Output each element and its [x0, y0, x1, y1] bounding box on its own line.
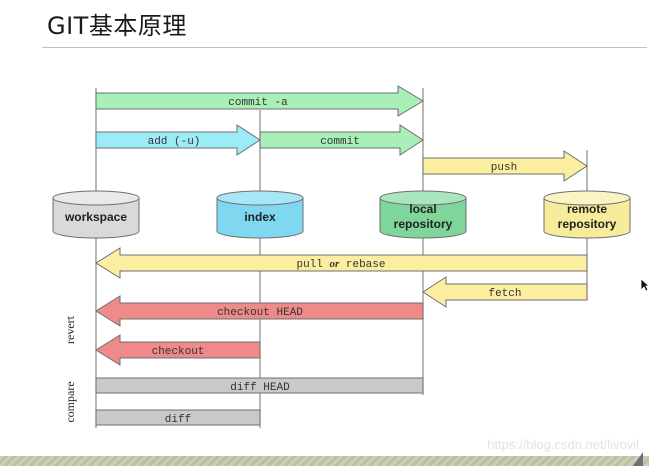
push-label: push: [491, 162, 517, 174]
pull-rebase-arrow: pull or rebase: [95, 247, 588, 279]
local-repository-store: local repository: [379, 190, 467, 239]
mouse-cursor-icon: [640, 278, 649, 292]
workspace-label: workspace: [64, 210, 127, 224]
local-label-line1: local: [409, 202, 436, 216]
workspace-store: workspace: [52, 190, 140, 239]
remote-label-line2: repository: [558, 217, 617, 231]
bottom-decorative-strip: [0, 456, 649, 466]
commit-label: commit: [320, 136, 360, 148]
commit-a-label: commit -a: [228, 97, 288, 109]
revert-group-label: revert: [63, 315, 77, 344]
compare-group-label: compare: [63, 381, 77, 422]
index-store: index: [216, 190, 304, 239]
checkout-head-label: checkout HEAD: [217, 307, 303, 319]
checkout-head-arrow: checkout HEAD: [95, 295, 424, 327]
checkout-arrow: checkout: [95, 334, 261, 366]
diff-head-label: diff HEAD: [230, 382, 290, 394]
or-text: or: [330, 258, 341, 270]
diff-label: diff: [165, 414, 191, 426]
page-title: GIT基本原理: [47, 12, 187, 40]
commit-a-arrow: commit -a: [95, 85, 424, 117]
fetch-arrow: fetch: [422, 276, 588, 308]
checkout-label: checkout: [152, 346, 205, 358]
corner-triangle-icon: [633, 452, 643, 466]
commit-arrow: commit: [259, 124, 424, 156]
index-label: index: [244, 210, 276, 224]
add-label: add (-u): [148, 136, 201, 148]
pull-rebase-label: pull or rebase: [296, 258, 385, 271]
push-arrow: push: [422, 150, 588, 182]
rebase-text: rebase: [339, 259, 385, 271]
fetch-label: fetch: [488, 288, 521, 300]
remote-label-line1: remote: [567, 202, 607, 216]
pull-text: pull: [296, 259, 329, 271]
diff-head-bar: diff HEAD: [95, 377, 424, 394]
remote-repository-store: remote repository: [543, 190, 631, 239]
diff-bar: diff: [95, 409, 261, 426]
local-label-line2: repository: [394, 217, 453, 231]
title-divider: [42, 47, 647, 48]
add-arrow: add (-u): [95, 124, 261, 156]
watermark: https://blog.csdn.net/livovil: [487, 437, 639, 452]
